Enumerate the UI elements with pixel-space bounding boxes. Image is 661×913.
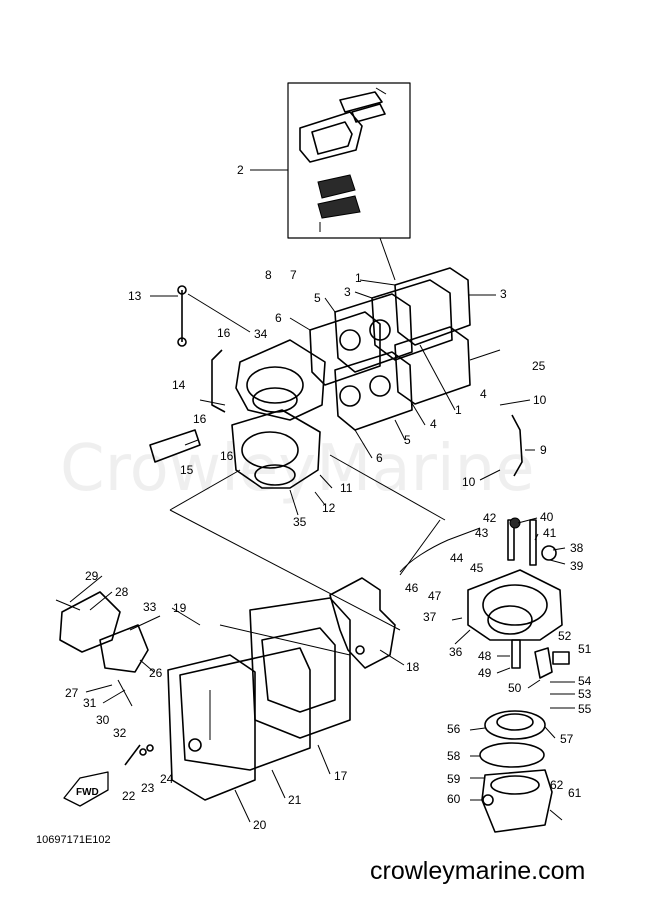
fwd-label: FWD [76,787,99,798]
callout-25: 25 [532,359,546,373]
callout-4: 4 [430,417,437,431]
callout-1: 1 [455,403,462,417]
callout-60: 60 [447,792,461,806]
callout-44: 44 [450,551,464,565]
callout-61: 61 [568,786,582,800]
callout-15: 15 [180,463,194,477]
callout-7: 7 [290,268,297,282]
site-url: crowleymarine.com [370,857,585,885]
callout-50: 50 [508,681,522,695]
callout-59: 59 [447,772,461,786]
callout-35: 35 [293,515,307,529]
callout-30: 30 [96,713,110,727]
callout-57: 57 [560,732,574,746]
callout-42: 42 [483,511,497,525]
callout-26: 26 [149,666,163,680]
callout-5: 5 [404,433,411,447]
callout-62: 62 [550,778,564,792]
callout-54: 54 [578,674,592,688]
callout-39: 39 [570,559,584,573]
callout-56: 56 [447,722,461,736]
callout-49: 49 [478,666,492,680]
callout-23: 23 [141,781,155,795]
fwd-arrow: FWD [63,771,109,807]
callout-38: 38 [570,541,584,555]
callout-36: 36 [449,645,463,659]
callout-19: 19 [173,601,187,615]
watermark: CrowleyMarine [60,432,535,506]
silencer-assembly [167,597,351,801]
float-bowl [479,710,563,833]
callout-12: 12 [322,501,336,515]
callout-31: 31 [83,696,97,710]
callout-3: 3 [344,285,351,299]
callout-6: 6 [376,451,383,465]
callout-52: 52 [558,629,572,643]
callout-47: 47 [428,589,442,603]
callout-13: 13 [128,289,142,303]
callout-leaders [69,517,575,823]
callout-1: 1 [355,271,362,285]
callout-43: 43 [475,526,489,540]
callout-20: 20 [253,818,267,832]
callout-37: 37 [423,610,437,624]
callout-46: 46 [405,581,419,595]
callout-2: 2 [237,163,244,177]
callout-16: 16 [217,326,231,340]
callout-18: 18 [406,660,420,674]
callout-10: 10 [462,475,476,489]
leader-lines [150,169,535,631]
drawing-code: 10697171E102 [36,834,111,846]
callout-22: 22 [122,789,136,803]
callout-34: 34 [254,327,268,341]
callout-51: 51 [578,642,592,656]
reed-valve-plates [309,267,471,431]
callout-11: 11 [340,481,353,495]
callout-4: 4 [480,387,487,401]
callout-41: 41 [543,526,557,540]
bolt-22 [124,744,154,766]
callout-28: 28 [115,585,129,599]
reed-valve-inset [287,82,411,281]
callout-10: 10 [533,393,547,407]
callout-24: 24 [160,772,174,786]
callout-16: 16 [193,412,207,426]
callout-labels: 1 1 2 3 3 4 4 5 5 6 6 7 8 9 10 10 11 12 … [65,163,592,832]
callout-21: 21 [288,793,302,807]
callout-5: 5 [314,291,321,305]
callout-16: 16 [220,449,234,463]
carburetor-lower [231,409,321,489]
callout-32: 32 [113,726,127,740]
callout-33: 33 [143,600,157,614]
callout-9: 9 [540,443,547,457]
callout-45: 45 [470,561,484,575]
callout-48: 48 [478,649,492,663]
callout-29: 29 [85,569,99,583]
callout-3: 3 [500,287,507,301]
callout-40: 40 [540,510,554,524]
linkage-and-hoses [149,285,523,477]
carburetor-detail [399,517,570,679]
callout-27: 27 [65,686,79,700]
callout-58: 58 [447,749,461,763]
callout-8: 8 [265,268,272,282]
gasket-18 [329,577,396,669]
callout-14: 14 [172,378,186,392]
callout-53: 53 [578,687,592,701]
callout-6: 6 [275,311,282,325]
callout-17: 17 [334,769,348,783]
callout-55: 55 [578,702,592,716]
